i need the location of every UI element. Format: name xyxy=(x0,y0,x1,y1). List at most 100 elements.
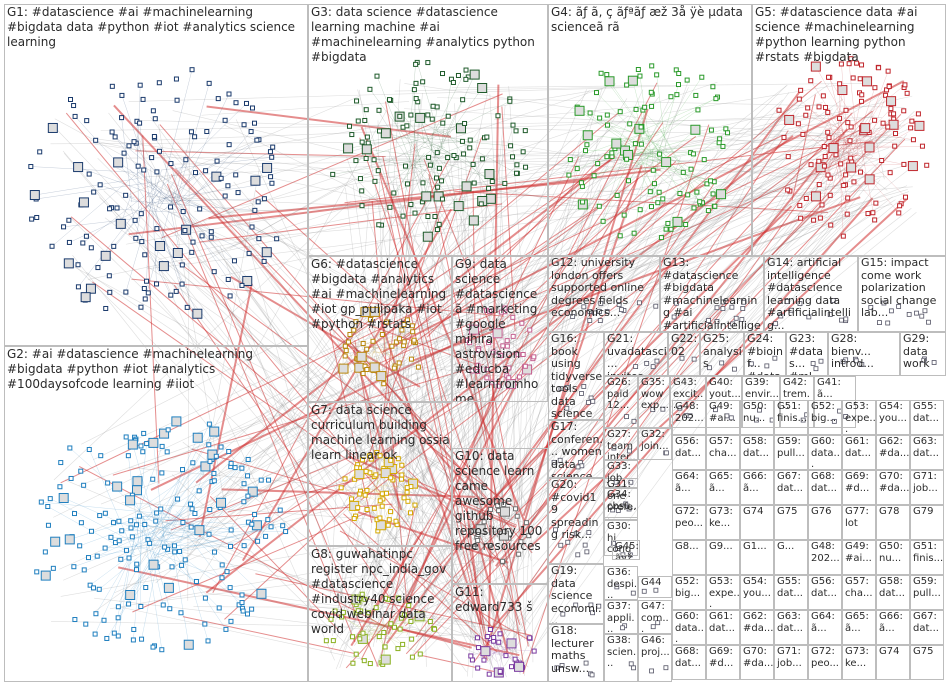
small-group-panel: G52: big... xyxy=(672,575,706,610)
small-group-panel: G70: #da... xyxy=(740,645,774,680)
group-panel-g27: G27: team inter... xyxy=(604,428,638,460)
small-group-panel: G59: pull... xyxy=(910,575,944,610)
group-panel-g23: G23: #datas... #ml... xyxy=(786,332,828,376)
group-panel-g34: G34: cbsu... xyxy=(604,488,638,520)
small-group-label: G51: finis... xyxy=(913,541,944,564)
small-group-label: G79 xyxy=(913,506,944,518)
group-panel-g2: G2: #ai #datascience #machinelearning #b… xyxy=(4,346,308,682)
group-label-g22: G22: 02 xyxy=(671,333,699,358)
small-group-panel: G55: dat... xyxy=(774,575,808,610)
small-group-label: G74 xyxy=(879,646,910,658)
group-panel-g15: G15: impact come work polarization socia… xyxy=(858,256,946,332)
small-group-panel: G57: cha... xyxy=(842,575,876,610)
small-group-label: G65: ã... xyxy=(709,471,740,494)
group-panel-g8: G8: guwahatinpc register npc_india_gov #… xyxy=(308,546,452,682)
group-panel-g33: G33: job assi... xyxy=(604,460,638,488)
group-panel-g22: G22: 02 xyxy=(668,332,700,376)
small-group-panel: G63: dat... xyxy=(774,610,808,645)
small-group-label: G63: dat... xyxy=(777,611,808,634)
group-panel-g35: G35: wow exp... xyxy=(638,376,670,428)
small-group-panel: G52: big... xyxy=(808,400,842,435)
small-group-panel: G48: 202... xyxy=(672,400,706,435)
small-group-label: G58: dat... xyxy=(879,576,910,599)
group-label-g4: G4: ãƒ ã‚ ç ãƒªãƒ æž 3å ÿè µdata science… xyxy=(551,5,751,35)
small-group-label: G62: #da... xyxy=(879,436,910,459)
small-group-label: G76 xyxy=(811,506,842,518)
small-group-label: G59: pull... xyxy=(777,436,808,459)
group-panel-g17: G17: conferen... women data science wids… xyxy=(548,420,604,478)
small-group-panel: G65: ã... xyxy=(706,470,740,505)
group-label-g1: G1: #datascience #ai #machinelearning #b… xyxy=(7,5,307,50)
group-panel-g46: G46: proj... xyxy=(638,634,672,682)
group-label-g26: G26: paid 12... xyxy=(607,377,637,412)
group-label-g8: G8: guwahatinpc register npc_india_gov #… xyxy=(311,547,451,637)
small-group-label: G75 xyxy=(913,646,944,658)
small-group-label: G54: you... xyxy=(743,576,774,599)
small-group-panel: G74 xyxy=(740,505,774,540)
small-group-panel: G63: dat... xyxy=(910,435,944,470)
group-label-g19: G19: data science economi... grant_m... xyxy=(551,565,603,624)
group-label-g38: G38: scien... xyxy=(607,635,637,670)
small-group-panel: G51: finis... xyxy=(774,400,808,435)
small-group-label: G58: dat... xyxy=(743,436,774,459)
small-group-label: G71: job... xyxy=(913,471,944,494)
small-group-label: G56: dat... xyxy=(675,436,706,459)
small-group-panel: G61: dat... xyxy=(706,610,740,645)
group-label-g11: G11: edward733 š xyxy=(455,585,547,615)
small-group-label: G74 xyxy=(743,506,774,518)
small-group-panel: G79 xyxy=(910,505,944,540)
group-panel-g26: G26: paid 12... xyxy=(604,376,638,428)
small-group-label: G73: ke... xyxy=(845,646,876,669)
small-group-label: G61: dat... xyxy=(709,611,740,634)
small-group-label: G49: #ai... xyxy=(845,541,876,564)
small-group-panel: G51: finis... xyxy=(910,540,944,575)
small-group-label: G69: #d... xyxy=(709,646,740,669)
group-label-g32: G32: join... xyxy=(641,429,671,452)
small-group-panel: G66: ã... xyxy=(740,470,774,505)
group-label-g17: G17: conferen... women data science wids… xyxy=(551,421,603,478)
small-group-panel: G62: #da... xyxy=(740,610,774,645)
small-group-panel: G60: data... xyxy=(672,610,706,645)
group-label-g25: G25: analysis xyxy=(703,333,743,371)
group-panel-g25: G25: analysis xyxy=(700,332,744,376)
group-panel-g5: G5: #datascience data #ai science #machi… xyxy=(752,4,946,256)
group-label-g47: G47: com... xyxy=(641,601,671,634)
small-group-panel: G8... xyxy=(672,540,706,575)
small-group-label: G51: finis... xyxy=(777,401,808,424)
small-group-label: G78 xyxy=(879,506,910,518)
small-group-label: G54: you... xyxy=(879,401,910,424)
small-group-panel: G75 xyxy=(910,645,944,680)
group-label-g15: G15: impact come work polarization socia… xyxy=(861,257,945,320)
group-panel-g24: G24: #bioinf... #datas... xyxy=(744,332,786,376)
group-label-g21: G21: uvadatasci... invites... xyxy=(607,333,667,376)
small-group-panel: G64: ã... xyxy=(808,610,842,645)
group-label-g10: G10: data science learn came awesome git… xyxy=(455,449,547,554)
small-group-label: G70: #da... xyxy=(879,471,910,494)
group-panel-g28: G28: bienv... introd... xyxy=(828,332,900,376)
small-group-panel: G72: peo... xyxy=(808,645,842,680)
small-group-label: G73: ke... xyxy=(709,506,740,529)
small-group-panel: G70: #da... xyxy=(876,470,910,505)
small-group-label: G77: lot xyxy=(845,506,876,529)
small-group-panel: G69: #d... xyxy=(842,470,876,505)
small-group-label: G59: pull... xyxy=(913,576,944,599)
small-group-label: G49: #ai... xyxy=(709,401,740,424)
group-label-g12: G12: university london offers supported … xyxy=(551,257,659,320)
group-label-g6: G6: #datascience #bigdata #analytics #ai… xyxy=(311,257,451,332)
small-group-panel: G56: dat... xyxy=(672,435,706,470)
small-group-label: G71: job... xyxy=(777,646,808,669)
small-group-label: G57: cha... xyxy=(709,436,740,459)
small-group-panel: G60: data... xyxy=(808,435,842,470)
small-group-label: G52: big... xyxy=(811,401,842,424)
group-label-g33: G33: job assi... xyxy=(607,461,637,488)
small-group-panel: G50: nu... xyxy=(740,400,774,435)
group-panel-g47: G47: com... xyxy=(638,600,672,634)
small-group-panel: G68: dat... xyxy=(672,645,706,680)
group-label-g27: G27: team inter... xyxy=(607,429,637,460)
small-group-label: G53: expe... xyxy=(709,576,740,610)
group-panel-g13: G13: #datascience #bigdata #machinelearn… xyxy=(660,256,764,332)
small-group-panel: G67: dat... xyxy=(910,610,944,645)
small-group-panel: G75 xyxy=(774,505,808,540)
small-group-panel: G1... xyxy=(740,540,774,575)
group-label-g14: G14: artificial intelligence #datascienc… xyxy=(767,257,857,332)
